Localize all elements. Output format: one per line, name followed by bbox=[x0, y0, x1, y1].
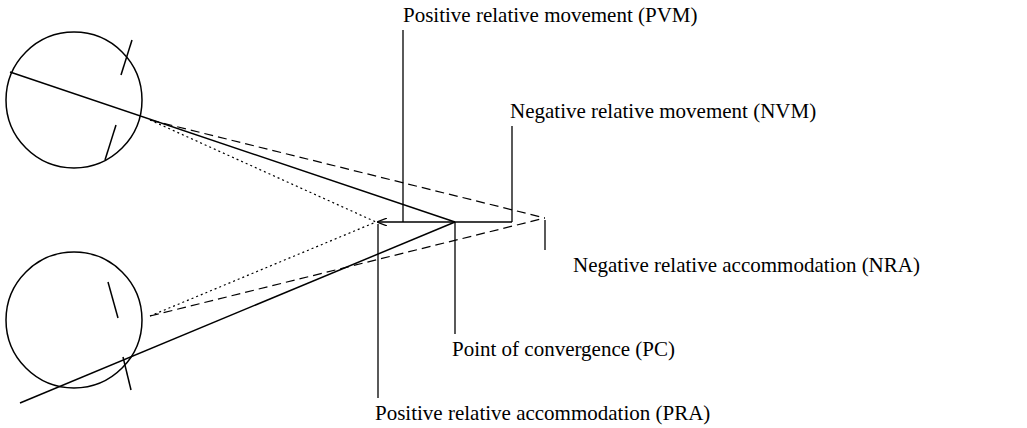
eye-lower bbox=[6, 252, 142, 388]
visual-axis bbox=[20, 222, 455, 403]
annotation-label: Negative relative accommodation (NRA) bbox=[573, 253, 920, 277]
leader-line bbox=[402, 30, 403, 222]
leader-line bbox=[511, 126, 512, 222]
leader-line bbox=[377, 224, 378, 398]
annotation-label: Positive relative accommodation (PRA) bbox=[375, 401, 710, 425]
annotation-label: Positive relative movement (PVM) bbox=[403, 3, 698, 27]
leader-line bbox=[544, 220, 545, 250]
visual-axis bbox=[10, 72, 455, 222]
leader-line bbox=[454, 222, 455, 334]
annotation-label: Point of convergence (PC) bbox=[452, 337, 675, 361]
annotation-label: Negative relative movement (NVM) bbox=[510, 99, 816, 123]
eye-upper bbox=[6, 32, 142, 168]
